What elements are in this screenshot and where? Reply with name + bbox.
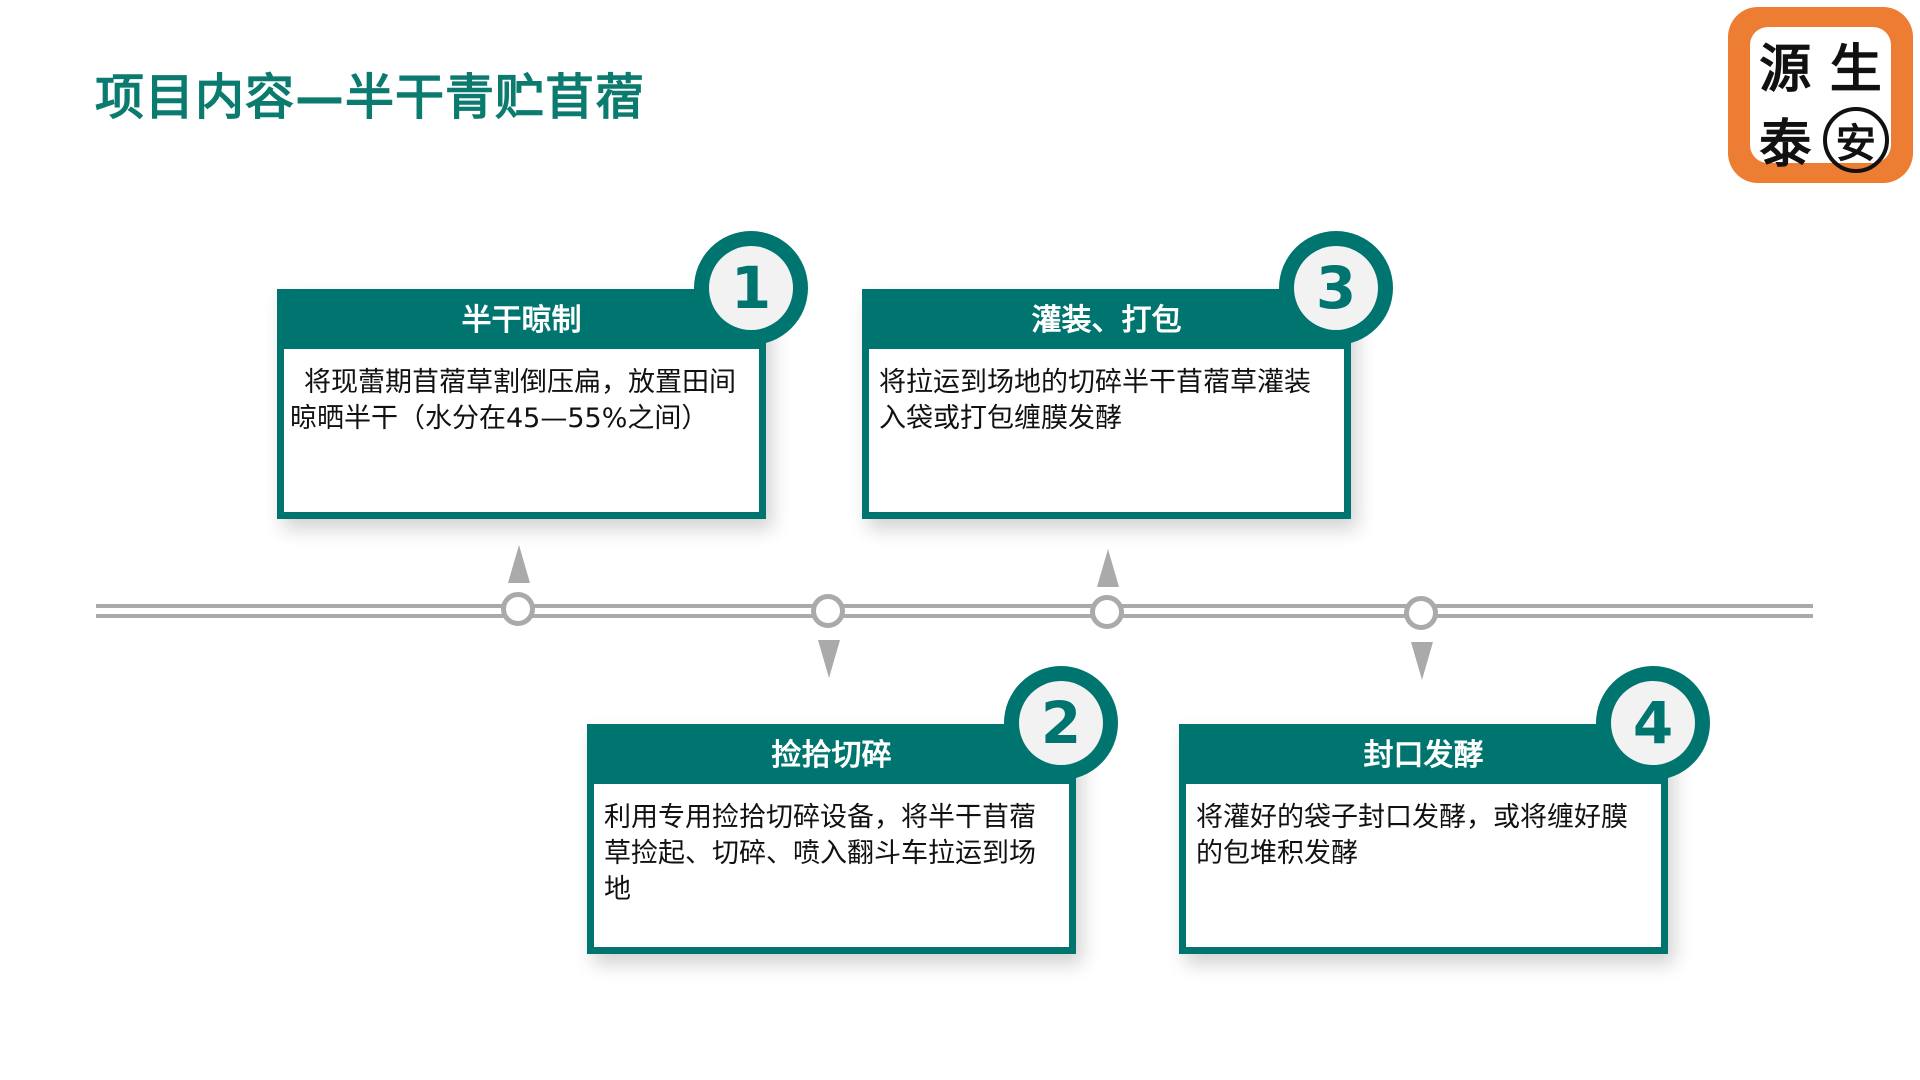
timeline-line: [96, 604, 1813, 608]
logo-char: 生: [1829, 39, 1882, 100]
step-title: 半干晾制: [461, 303, 582, 338]
step-text: 将灌好的袋子封口发酵，或将缠好膜的包堆积发酵: [1186, 784, 1661, 947]
step-text: 利用专用捡拾切碎设备，将半干苜蓿草捡起、切碎、喷入翻斗车拉运到场地: [594, 784, 1069, 947]
logo-char: 泰: [1759, 114, 1812, 175]
step-number-badge: 1: [694, 231, 808, 345]
step-number-badge: 4: [1596, 666, 1710, 780]
page-title: 项目内容—半干青贮苜蓿: [95, 69, 646, 126]
step-title: 灌装、打包: [1031, 303, 1182, 338]
step-number-badge: 3: [1279, 231, 1393, 345]
step-title: 封口发酵: [1363, 738, 1484, 773]
step-title: 捡拾切碎: [771, 738, 892, 773]
step-number: 1: [709, 246, 793, 330]
logo-char: 源: [1759, 39, 1812, 100]
step-card-2: 捡拾切碎 利用专用捡拾切碎设备，将半干苜蓿草捡起、切碎、喷入翻斗车拉运到场地 2: [587, 666, 1118, 954]
timeline-node: [811, 594, 845, 628]
arrow-up-icon: [508, 545, 530, 583]
step-number: 3: [1294, 246, 1378, 330]
step-text: 将拉运到场地的切碎半干苜蓿草灌装入袋或打包缠膜发酵: [869, 349, 1344, 512]
step-number: 4: [1611, 681, 1695, 765]
step-number: 2: [1019, 681, 1103, 765]
brand-logo: 源 生 泰 安: [1728, 7, 1913, 183]
timeline-node: [1404, 596, 1438, 630]
timeline-node: [501, 592, 535, 626]
timeline-node: [1090, 595, 1124, 629]
step-text: 将现蕾期苜蓿草割倒压扁，放置田间晾晒半干（水分在45—55%之间）: [284, 349, 759, 512]
timeline-line: [96, 614, 1813, 618]
arrow-up-icon: [1097, 549, 1119, 587]
step-card-1: 半干晾制 将现蕾期苜蓿草割倒压扁，放置田间晾晒半干（水分在45—55%之间） 1: [277, 231, 808, 519]
step-card-4: 封口发酵 将灌好的袋子封口发酵，或将缠好膜的包堆积发酵 4: [1179, 666, 1710, 954]
arrow-down-icon: [1411, 642, 1433, 680]
arrow-down-icon: [818, 640, 840, 678]
logo-char: 安: [1822, 106, 1889, 173]
step-number-badge: 2: [1004, 666, 1118, 780]
step-card-3: 灌装、打包 将拉运到场地的切碎半干苜蓿草灌装入袋或打包缠膜发酵 3: [862, 231, 1393, 519]
